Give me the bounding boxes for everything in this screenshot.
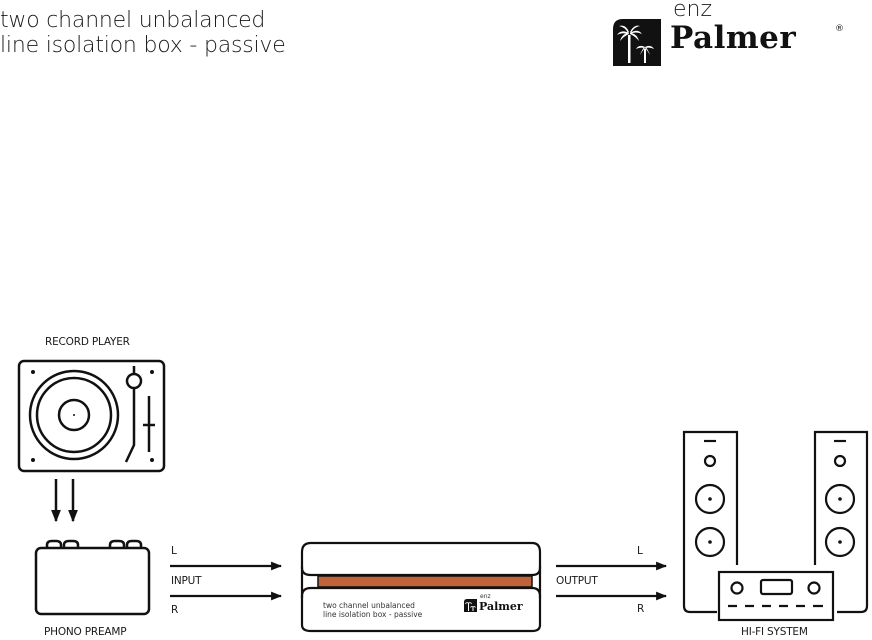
isolation-box-accent-stripe: [317, 575, 533, 588]
mini-palm-icon: [464, 599, 477, 612]
isolation-box-brand-prefix: enz: [480, 593, 491, 600]
isolation-box-text: two channel unbalanced line isolation bo…: [323, 601, 422, 619]
title-line-1: two channel unbalanced: [0, 8, 266, 33]
input-right-label: R: [171, 604, 179, 616]
registered-mark: ®: [835, 24, 844, 34]
brand-name: Palmer: [670, 20, 797, 56]
title-line-2: line isolation box - passive: [0, 33, 286, 58]
record-player-label: RECORD PLAYER: [45, 336, 130, 348]
brand-logo: enz Palmer ®: [612, 0, 862, 70]
input-label: INPUT: [171, 575, 202, 587]
speakers-amplifier-icon: [682, 430, 869, 622]
output-right-label: R: [637, 603, 645, 615]
isolation-box-brand-name: Palmer: [479, 600, 523, 613]
turntable-icon: [17, 359, 166, 473]
page-title: two channel unbalanced line isolation bo…: [0, 8, 286, 58]
turntable-details: [31, 370, 154, 462]
isolation-box-text-line-1: two channel unbalanced: [323, 601, 415, 610]
output-left-label: L: [637, 545, 643, 557]
isolation-box-text-line-2: line isolation box - passive: [323, 610, 423, 619]
hifi-system-label: HI-FI SYSTEM: [741, 626, 808, 638]
palm-trees-icon: [613, 19, 661, 66]
input-left-label: L: [171, 545, 177, 557]
preamp-box-icon: [34, 539, 151, 616]
brand-prefix: enz: [673, 0, 713, 22]
phono-preamp-label: PHONO PREAMP: [44, 626, 127, 638]
isolation-box-logo: enz Palmer: [464, 593, 524, 618]
isolation-box-device: [300, 541, 542, 633]
output-label: OUTPUT: [556, 575, 598, 587]
speaker-cone-dots: [708, 497, 842, 544]
